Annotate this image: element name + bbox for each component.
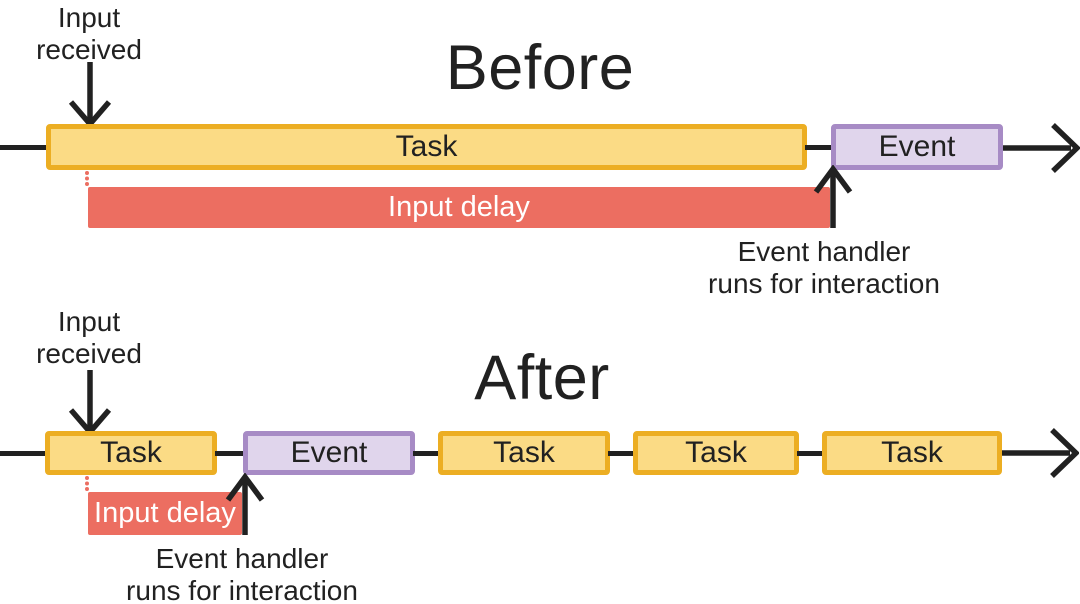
before-timeline-connector — [805, 145, 833, 150]
before-input-received-line1: Input — [57, 2, 121, 33]
after-event-handler-label: Event handler runs for interaction — [92, 543, 392, 604]
after-task-box-2: Task — [438, 431, 610, 475]
before-input-down-arrow-icon — [68, 62, 112, 129]
before-event-label: Event — [878, 130, 956, 163]
after-task-1-label: Task — [100, 436, 162, 469]
before-timeline-lead-line — [0, 145, 47, 150]
after-timeline-connector-3 — [608, 451, 635, 456]
after-input-received-line2: received — [36, 338, 142, 369]
after-delay-dotted-connector — [85, 476, 89, 491]
after-task-box-1: Task — [45, 431, 217, 475]
after-event-box: Event — [243, 431, 415, 475]
before-event-handler-up-arrow-icon — [813, 165, 853, 228]
after-section-title: After — [474, 343, 610, 413]
after-task-box-3: Task — [633, 431, 799, 475]
before-input-received-line2: received — [36, 34, 142, 65]
after-input-received-line1: Input — [57, 306, 121, 337]
before-task-label: Task — [395, 130, 458, 163]
after-task-2-label: Task — [493, 436, 555, 469]
before-section-title: Before — [445, 33, 635, 103]
before-event-handler-line2: runs for interaction — [708, 268, 940, 299]
after-input-received-label: Input received — [9, 306, 169, 370]
before-event-box: Event — [831, 124, 1003, 170]
after-input-down-arrow-icon — [68, 370, 112, 437]
after-timeline-lead-line — [0, 451, 46, 456]
before-input-received-label: Input received — [9, 2, 169, 66]
after-event-handler-up-arrow-icon — [225, 473, 265, 535]
after-task-3-label: Task — [685, 436, 747, 469]
before-input-delay-bar: Input delay — [88, 187, 830, 228]
before-timeline-end-arrow-icon — [1003, 123, 1080, 173]
before-event-handler-line1: Event handler — [737, 236, 911, 267]
after-input-delay-bar: Input delay — [88, 492, 242, 535]
before-delay-dotted-connector — [85, 171, 89, 186]
after-timeline-end-arrow-icon — [1002, 428, 1079, 478]
after-timeline-connector-1 — [215, 451, 245, 456]
after-event-handler-line1: Event handler — [155, 543, 329, 574]
after-timeline-connector-4 — [797, 451, 824, 456]
before-event-handler-label: Event handler runs for interaction — [674, 236, 974, 300]
after-task-4-label: Task — [881, 436, 943, 469]
after-timeline-connector-2 — [413, 451, 440, 456]
before-task-bar: Task — [46, 124, 807, 170]
before-input-delay-label: Input delay — [388, 191, 530, 223]
after-task-box-4: Task — [822, 431, 1002, 475]
after-event-label: Event — [290, 436, 368, 469]
after-event-handler-line2: runs for interaction — [126, 575, 358, 604]
after-input-delay-label: Input delay — [94, 497, 236, 529]
